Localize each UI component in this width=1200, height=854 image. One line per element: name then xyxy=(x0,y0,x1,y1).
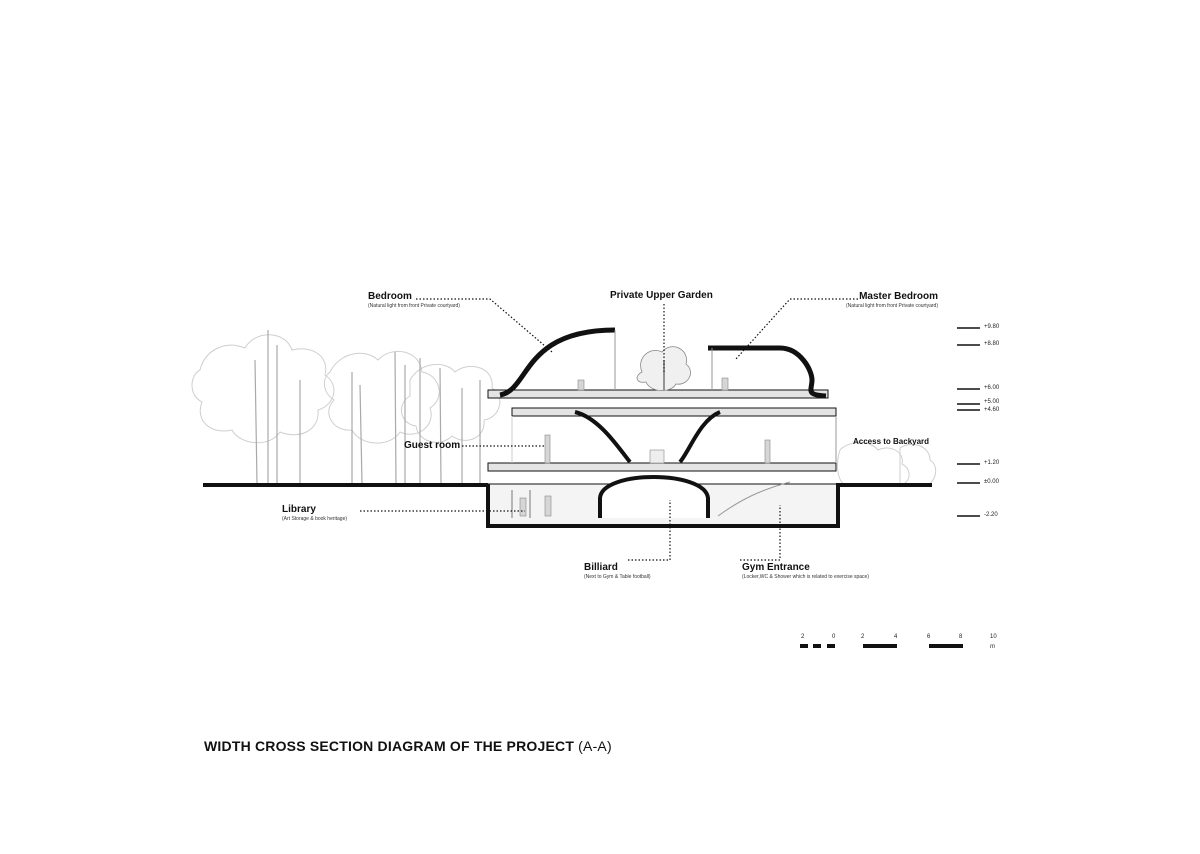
right-bedroom-capsule xyxy=(708,345,827,399)
garden-tree xyxy=(636,346,691,391)
label-master-bedroom: Master Bedroom (Natural light from front… xyxy=(828,291,938,309)
label-billiard: Billiard (Next to Gym & Table football) xyxy=(584,562,651,580)
label-access-backyard-title: Access to Backyard xyxy=(853,437,930,446)
label-private-upper-garden: Private Upper Garden xyxy=(610,290,713,301)
label-bedroom-title: Bedroom xyxy=(368,291,412,302)
scale-tick: 8 xyxy=(959,634,963,640)
label-guest-room: Guest room xyxy=(404,440,460,451)
ground-floor-slab xyxy=(487,462,837,472)
level-value: +1.20 xyxy=(984,460,1000,466)
scale-tick: 10 xyxy=(990,634,997,640)
label-access-backyard: Access to Backyard xyxy=(853,437,929,446)
first-floor xyxy=(511,407,837,464)
level-value: +9.80 xyxy=(984,324,1000,330)
level-markers xyxy=(957,327,980,517)
label-bedroom-sub: (Natural light from front Private courty… xyxy=(368,303,460,309)
leader-lines xyxy=(360,298,858,561)
background-trees xyxy=(191,334,937,487)
level-value: +6.00 xyxy=(984,385,1000,391)
scale-tick: 2 xyxy=(801,634,805,640)
label-master-bedroom-title: Master Bedroom xyxy=(859,291,938,302)
label-library: Library (Art Storage & book heritage) xyxy=(282,504,347,522)
label-master-bedroom-sub: (Natural light from front Private courty… xyxy=(846,303,938,309)
label-private-upper-garden-title: Private Upper Garden xyxy=(610,290,713,301)
level-value: +8.80 xyxy=(984,341,1000,347)
scale-tick: 0 xyxy=(832,634,836,640)
left-bedroom-capsule xyxy=(499,327,616,398)
scale-unit: m xyxy=(990,644,995,650)
label-gym-entrance-sub: (Locker,WC & Shower which is related to … xyxy=(742,574,869,580)
label-bedroom: Bedroom (Natural light from front Privat… xyxy=(368,291,460,309)
scale-bar xyxy=(800,644,963,648)
label-billiard-title: Billiard xyxy=(584,562,618,573)
label-library-sub: (Art Storage & book heritage) xyxy=(282,516,348,522)
basement xyxy=(486,475,840,528)
label-guest-room-title: Guest room xyxy=(404,440,461,451)
scale-tick: 6 xyxy=(927,634,931,640)
scale-tick: 2 xyxy=(861,634,865,640)
label-gym-entrance: Gym Entrance (Locker,WC & Shower which i… xyxy=(742,562,869,580)
level-value: -2.20 xyxy=(984,512,998,518)
level-value: +4.60 xyxy=(984,407,1000,413)
page-title-suffix: (A-A) xyxy=(578,738,612,754)
page-title: WIDTH CROSS SECTION DIAGRAM OF THE PROJE… xyxy=(204,738,612,754)
label-billiard-sub: (Next to Gym & Table football) xyxy=(584,574,651,580)
scale-tick: 4 xyxy=(894,634,898,640)
tree-trunks xyxy=(254,330,481,485)
label-library-title: Library xyxy=(282,504,316,515)
second-floor-slab xyxy=(487,389,829,399)
level-value: ±0.00 xyxy=(984,479,999,485)
label-gym-entrance-title: Gym Entrance xyxy=(742,562,810,573)
page-title-main: WIDTH CROSS SECTION DIAGRAM OF THE PROJE… xyxy=(204,738,575,754)
level-value: +5.00 xyxy=(984,399,1000,405)
